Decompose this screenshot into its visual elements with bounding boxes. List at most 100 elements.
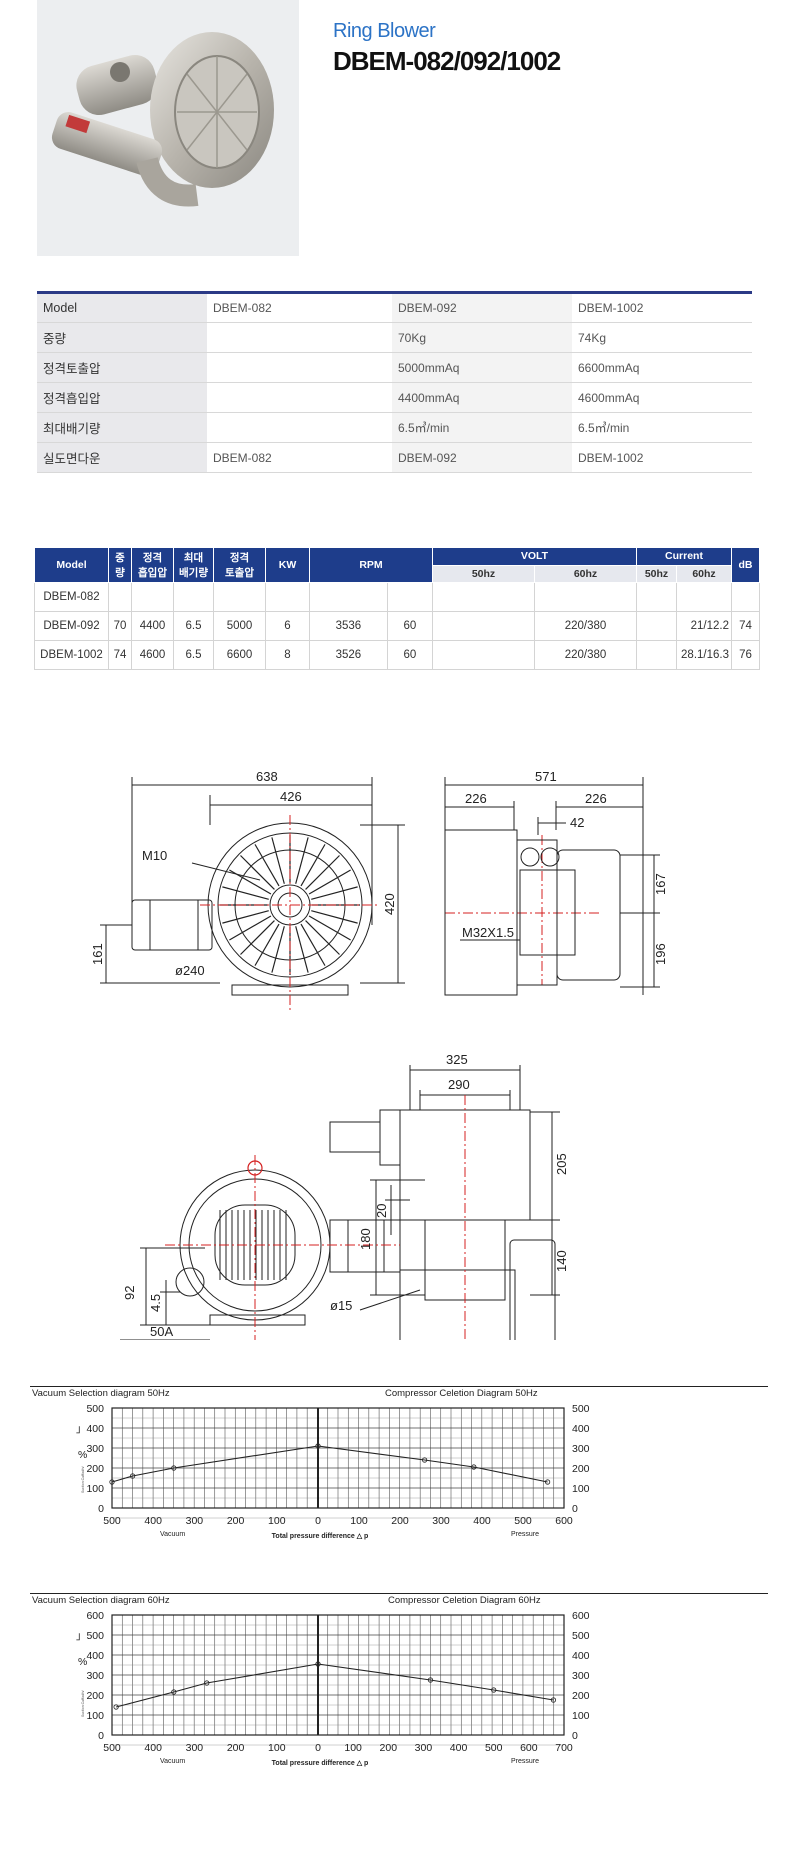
data-point [130,1473,136,1479]
x-tick-label: 0 [315,1515,321,1527]
dim-42: 42 [570,815,584,830]
x-axis-label: Total pressure difference △ p [272,1760,369,1767]
chart-60hz: Vacuum Selection diagram 60Hz Compressor… [30,1593,768,1830]
y-tick-label: 100 [572,1483,590,1495]
impeller-spoke [308,915,351,941]
x-tick-label: 0 [315,1742,321,1754]
dim-420: 420 [382,893,397,915]
y-axis-label: Suction Cuffiat/h/ [81,1466,85,1493]
y-tick-label: 300 [86,1443,104,1455]
col-current: Current [636,547,732,566]
cell: DBEM-082 [34,582,109,612]
download-link-1002[interactable]: DBEM-1002 [572,442,752,473]
x-tick-label: 500 [514,1515,532,1527]
x-tick-label: 600 [555,1515,573,1527]
dim-196: 196 [653,943,668,965]
x-tick-label: 400 [144,1515,162,1527]
cell [207,382,392,413]
cell: 220/380 [534,640,637,670]
impeller-spoke [305,920,340,955]
y-tick-label: 100 [86,1483,104,1495]
col-volt-60: 60hz [534,564,637,583]
x-tick-label: 300 [432,1515,450,1527]
chart-50-left-title: Vacuum Selection diagram 50Hz [32,1388,170,1399]
cell: DBEM-1002 [34,640,109,670]
pressure-label: Pressure [511,1531,539,1538]
row-label: Model [37,292,207,323]
data-point [315,1661,321,1667]
cell: 60 [386,640,434,670]
series-line-vacuum [111,1445,319,1483]
dim-325: 325 [446,1052,468,1067]
chart-60-left-title: Vacuum Selection diagram 60Hz [32,1595,170,1606]
cell: 6.5 [173,640,214,670]
download-link-082[interactable]: DBEM-082 [207,442,392,473]
impeller-spoke [300,923,326,966]
cell [432,582,535,612]
x-axis-label: Total pressure difference △ p [272,1533,369,1540]
spec-table: Model DBEM-082 DBEM-092 DBEM-1002 중량 70K… [37,291,752,473]
dim-180: 180 [358,1228,373,1250]
table-row: Model DBEM-082 DBEM-092 DBEM-1002 [37,292,752,323]
cell: 6.5 [173,611,214,641]
x-tick-label: 200 [391,1515,409,1527]
col-volt-50: 50hz [432,564,535,583]
product-photo [37,0,299,256]
x-tick-label: 100 [350,1515,368,1527]
y-tick-label: 500 [572,1403,590,1415]
y-tick-label: 400 [86,1650,104,1662]
impeller-spoke [229,915,272,941]
y-tick-label: 200 [86,1463,104,1475]
cell: 6.5㎥/min [392,412,572,443]
table-row: 중량 70Kg 74Kg [37,322,752,353]
impeller-spoke [240,855,275,890]
cell: DBEM-092 [392,292,572,323]
cell: 4600 [131,640,174,670]
x-tick-label: 200 [227,1515,245,1527]
x-tick-label: 200 [227,1742,245,1754]
y-tick-label: 500 [572,1630,590,1642]
data-point [113,1704,119,1710]
row-label: 중량 [37,322,207,353]
plot-frame [111,1407,565,1509]
x-tick-label: 500 [103,1742,121,1754]
y-tick-label: 0 [98,1730,104,1742]
cell: 74Kg [572,322,752,353]
y-tick-label: 600 [86,1610,104,1622]
cell: 5000mmAq [392,352,572,383]
y-tick-label: 300 [572,1670,590,1682]
cell: 4600mmAq [572,382,752,413]
x-tick-label: 400 [473,1515,491,1527]
y-unit-bracket: 」 [76,1630,87,1642]
data-point [544,1479,551,1485]
y-tick-label: 0 [98,1503,104,1515]
impeller-spoke [295,837,309,884]
y-tick-label: 500 [86,1403,104,1415]
data-point [471,1464,477,1470]
cell [386,582,434,612]
plot-frame [111,1614,565,1736]
cell [131,582,174,612]
cell: 4400mmAq [392,382,572,413]
cell [636,640,677,670]
data-point [421,1457,428,1463]
download-link-092[interactable]: DBEM-092 [392,442,572,473]
data-point [491,1687,497,1693]
row-label: 최대배기량 [37,412,207,443]
col-db: dB [731,547,760,583]
impeller-spoke [300,844,326,887]
cell: 6 [265,611,310,641]
impeller-spoke [240,920,275,955]
pressure-label: Pressure [511,1758,539,1765]
col-current-60: 60hz [676,564,732,583]
dim-161: 161 [90,943,105,965]
y-unit-bracket: 」 [76,1423,87,1435]
y-tick-label: 400 [572,1650,590,1662]
cell: 60 [386,611,434,641]
y-tick-label: 0 [572,1730,578,1742]
cell: 6600 [213,640,266,670]
col-rpm: RPM [309,547,433,583]
col-kw: KW [265,547,310,583]
